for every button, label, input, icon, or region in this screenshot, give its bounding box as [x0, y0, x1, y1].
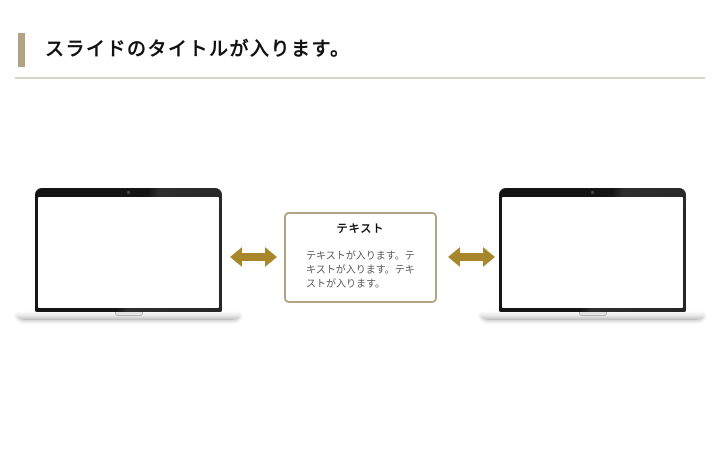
laptop-base [16, 312, 241, 320]
laptop-screen [499, 188, 686, 312]
webcam-dot-icon [591, 191, 594, 194]
laptop-screen [35, 188, 222, 312]
header-divider [15, 77, 705, 79]
text-callout-box: テキスト テキストが入ります。テキストが入ります。テキストが入ります。 [284, 212, 437, 303]
laptop-display [502, 197, 683, 308]
page-title: スライドのタイトルが入ります。 [45, 39, 351, 60]
laptop-illustration-left [16, 188, 241, 320]
laptop-illustration-right [480, 188, 705, 320]
callout-body: テキストが入ります。テキストが入ります。テキストが入ります。 [306, 251, 415, 290]
title-accent-bar [18, 33, 25, 67]
laptop-notch [578, 312, 607, 316]
callout-title: テキスト [336, 223, 385, 235]
double-headed-arrow-icon-right [448, 246, 495, 268]
laptop-base [480, 312, 705, 320]
laptop-notch [114, 312, 143, 316]
laptop-display [38, 197, 219, 308]
webcam-dot-icon [127, 191, 130, 194]
double-headed-arrow-icon-left [230, 246, 277, 268]
